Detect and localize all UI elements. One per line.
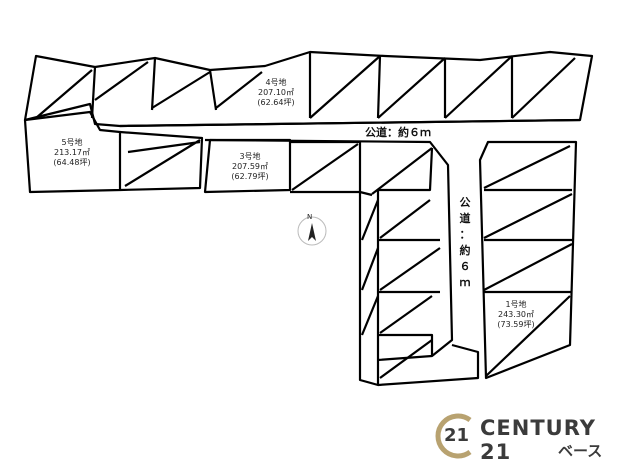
lot-3-name: 3号地 (239, 152, 261, 161)
lot-1-label: 1号地 243.30㎡ (73.59坪) (486, 300, 546, 330)
lot-5-label: 5号地 213.17㎡ (64.48坪) (42, 138, 102, 168)
century21-logo: 21 CENTURY 21 ベース (432, 410, 618, 464)
lot-5-tsubo: (64.48坪) (53, 158, 91, 167)
road-horizontal-label: 公道：約６ｍ (365, 126, 431, 139)
lot-3-label: 3号地 207.59㎡ (62.79坪) (220, 152, 280, 182)
century21-seal-icon (435, 413, 472, 459)
lot-4-name: 4号地 (265, 78, 287, 87)
lot-5-name: 5号地 (61, 138, 83, 147)
road-vertical-label: 公 道 ： 約 ６ ｍ (458, 195, 472, 291)
lot-1-name: 1号地 (505, 300, 527, 309)
top-block-dividers (90, 52, 514, 119)
seal-number: 21 (444, 425, 470, 446)
road-vertical-char: 約 (459, 244, 471, 257)
lot-1-area: 243.30㎡ (498, 310, 534, 319)
brand-sub: ベース (558, 442, 603, 460)
lot-3-tsubo: (62.79坪) (231, 172, 269, 181)
lot-5-area: 213.17㎡ (54, 148, 90, 157)
center-bottom (377, 343, 480, 387)
lot-4-tsubo: (62.64坪) (257, 98, 295, 107)
center-column (358, 147, 440, 387)
right-dividers (484, 188, 572, 294)
right-diag (483, 145, 573, 377)
lot-4-area: 207.10㎡ (258, 88, 294, 97)
road-h-bottom-edge (204, 138, 454, 362)
road-vertical-char: ： (459, 228, 471, 241)
road-vertical-char: 道 (459, 212, 471, 225)
road-vertical-char: ６ (459, 260, 471, 273)
center-diag (360, 199, 441, 379)
top-block-diagonals (35, 55, 576, 119)
left-block-diag (124, 139, 201, 187)
road-vertical-char: 公 (459, 196, 471, 209)
brand-name: CENTURY 21 (480, 416, 596, 464)
middle-block (290, 140, 373, 197)
road-h-top-edge (119, 118, 581, 128)
lot-1-tsubo: (73.59坪) (497, 320, 535, 329)
lot-3-block (203, 138, 292, 194)
lot-3-area: 207.59㎡ (232, 162, 268, 171)
compass-letter: N (307, 213, 313, 221)
left-block-right (119, 130, 204, 192)
road-vertical-char: ｍ (459, 276, 471, 289)
lot-4-label: 4号地 207.10㎡ (62.64坪) (246, 78, 306, 108)
north-arrow-icon: N (296, 213, 328, 247)
middle-diag (291, 143, 433, 195)
right-column (478, 140, 578, 380)
